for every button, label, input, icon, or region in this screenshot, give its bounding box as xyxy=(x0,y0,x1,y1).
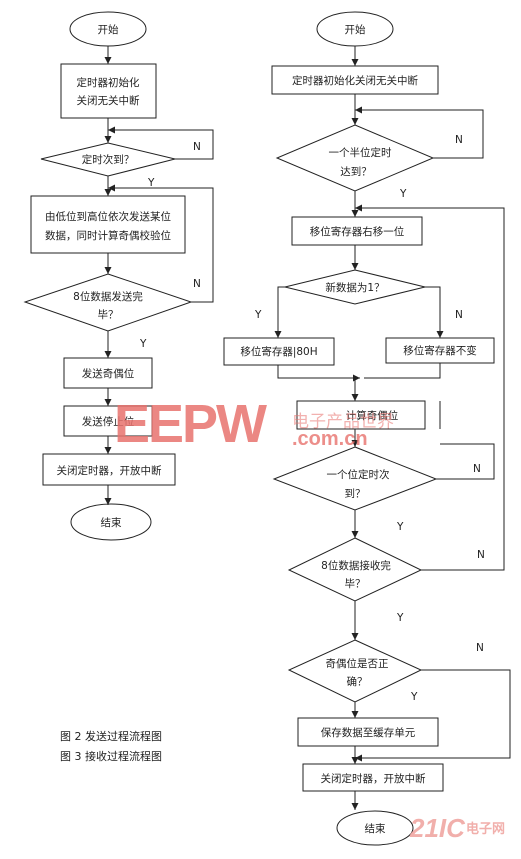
send-start-label: 开始 xyxy=(98,23,119,36)
send-stop-label: 发送停止位 xyxy=(82,415,135,428)
receive-new-no-label: N xyxy=(455,309,463,321)
receive-recv-label-2: 毕？ xyxy=(345,577,366,590)
send-timer-no-label: N xyxy=(193,141,201,153)
receive-end-terminal xyxy=(336,810,414,846)
arrow-r-half-no-loop xyxy=(355,106,484,159)
receive-bit-label-1: 一个位定时次 xyxy=(327,468,390,481)
receive-recv-label-1: 8位数据接收完 xyxy=(321,559,391,572)
arrow-check-no-loop xyxy=(108,184,214,303)
send-done-label-2: 毕？ xyxy=(98,308,119,321)
receive-half-no-label: N xyxy=(455,134,463,146)
send-end-terminal xyxy=(70,503,152,541)
send-end-label: 结束 xyxy=(101,516,122,529)
receive-parity-label-1: 奇偶位是否正 xyxy=(326,657,389,670)
send-timer-label: 定时次到？ xyxy=(82,153,135,166)
send-init-box xyxy=(60,63,157,119)
receive-flowchart xyxy=(223,11,511,846)
arrow-r-recv-no-loop xyxy=(355,204,505,571)
receive-close-box xyxy=(302,763,444,792)
receive-half-decision xyxy=(275,124,435,192)
receive-parity-no-label: N xyxy=(476,642,484,654)
receive-calc-label: 计算奇偶位 xyxy=(346,409,399,422)
receive-keep-box xyxy=(385,337,495,364)
send-parity-label: 发送奇偶位 xyxy=(82,367,135,380)
receive-bit-label-2: 到？ xyxy=(345,488,366,500)
receive-recv-yes-label: Y xyxy=(396,612,404,624)
receive-shift-box xyxy=(291,216,423,246)
arrow-r-new-yes xyxy=(274,286,285,338)
send-start-terminal xyxy=(69,11,147,47)
send-close-label: 关闭定时器，开放中断 xyxy=(57,464,162,477)
receive-close-label: 关闭定时器，开放中断 xyxy=(321,772,426,785)
receive-save-box xyxy=(297,717,439,747)
arrow-r-bit-no-loop xyxy=(436,443,495,480)
receive-half-label-1: 一个半位定时 xyxy=(329,146,392,159)
receive-shift-label: 移位寄存器右移一位 xyxy=(310,225,405,238)
arrow-r-keep-join xyxy=(364,363,441,379)
send-init-label-2: 关闭无关中断 xyxy=(77,94,140,107)
send-close-box xyxy=(42,453,176,486)
receive-start-terminal xyxy=(316,11,394,47)
arrow-r-set-join xyxy=(277,365,360,382)
receive-init-box xyxy=(271,65,439,95)
send-done-no-label: N xyxy=(193,278,201,290)
send-init-label-1: 定时器初始化 xyxy=(77,76,140,89)
arrow-timer-no-loop xyxy=(108,126,214,160)
receive-half-label-2: 达到？ xyxy=(340,166,372,178)
receive-save-label: 保存数据至缓存单元 xyxy=(321,726,416,739)
receive-set-box xyxy=(223,337,335,366)
receive-parity-decision xyxy=(287,639,423,703)
receive-new-label: 新数据为1？ xyxy=(325,281,384,294)
send-done-decision xyxy=(23,273,193,332)
send-timer-yes-label: Y xyxy=(147,177,155,189)
receive-keep-label: 移位寄存器不变 xyxy=(403,344,477,357)
send-stop-box xyxy=(63,405,153,437)
send-bit-box xyxy=(30,195,186,254)
receive-new-decision xyxy=(284,269,426,305)
receive-start-label: 开始 xyxy=(345,23,366,36)
send-done-label-1: 8位数据发送完 xyxy=(73,290,143,303)
receive-parity-yes-label: Y xyxy=(410,691,418,703)
arrow-r-new-no xyxy=(425,286,444,338)
receive-bit-decision xyxy=(272,446,438,511)
receive-parity-label-2: 确？ xyxy=(347,675,368,688)
receive-set-label: 移位寄存器|80H xyxy=(240,345,317,358)
send-parity-box xyxy=(63,357,153,389)
caption-receive: 图 3 接收过程流程图 xyxy=(60,750,162,763)
receive-new-yes-label: Y xyxy=(254,309,262,321)
send-bit-label-2: 数据，同时计算奇偶校验位 xyxy=(45,229,171,242)
send-done-yes-label: Y xyxy=(139,338,147,350)
receive-init-label: 定时器初始化关闭无关中断 xyxy=(292,74,418,87)
caption-send: 图 2 发送过程流程图 xyxy=(60,730,162,743)
receive-bit-yes-label: Y xyxy=(396,521,404,533)
arrow-r-parity-no xyxy=(355,669,511,762)
receive-recv-no-label: N xyxy=(477,549,485,561)
receive-half-yes-label: Y xyxy=(399,188,407,200)
receive-bit-no-label: N xyxy=(473,463,481,475)
receive-calc-box xyxy=(296,400,426,430)
send-timer-decision xyxy=(40,142,176,177)
send-bit-label-1: 由低位到高位依次发送某位 xyxy=(45,210,171,223)
receive-end-label: 结束 xyxy=(365,822,386,835)
send-flowchart xyxy=(23,11,214,541)
receive-recv-decision xyxy=(287,537,423,602)
